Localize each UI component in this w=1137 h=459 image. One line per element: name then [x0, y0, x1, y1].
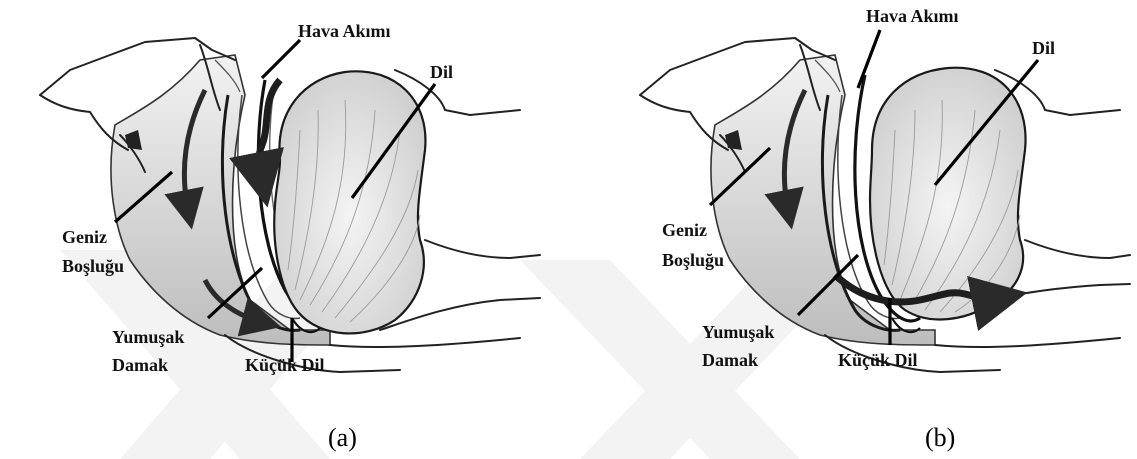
leader-air-flow-b	[858, 30, 880, 88]
label-nasal-cavity-line1-a: Geniz	[62, 227, 107, 247]
label-uvula-a: Küçük Dil	[245, 355, 325, 375]
label-nasal-cavity-line2-a: Boşluğu	[62, 256, 124, 276]
panel-a: Hava Akımı Dil Geniz Boşluğu Yumuşak Dam…	[40, 21, 540, 452]
label-tongue-b: Dil	[1032, 38, 1055, 58]
label-nasal-cavity-line2-b: Boşluğu	[662, 250, 724, 270]
label-uvula-b: Küçük Dil	[838, 350, 918, 370]
label-nasal-cavity-line1-b: Geniz	[662, 220, 707, 240]
label-soft-palate-line1-b: Yumuşak	[702, 322, 774, 342]
caption-b: (b)	[925, 423, 955, 452]
label-tongue-a: Dil	[430, 62, 453, 82]
label-soft-palate-line1-a: Yumuşak	[112, 327, 184, 347]
leader-air-flow-a	[262, 40, 300, 78]
label-soft-palate-line2-b: Damak	[702, 350, 758, 370]
label-air-flow-b: Hava Akımı	[866, 6, 959, 26]
caption-a: (a)	[328, 423, 357, 452]
label-air-flow-a: Hava Akımı	[298, 21, 391, 41]
label-soft-palate-line2-a: Damak	[112, 355, 168, 375]
